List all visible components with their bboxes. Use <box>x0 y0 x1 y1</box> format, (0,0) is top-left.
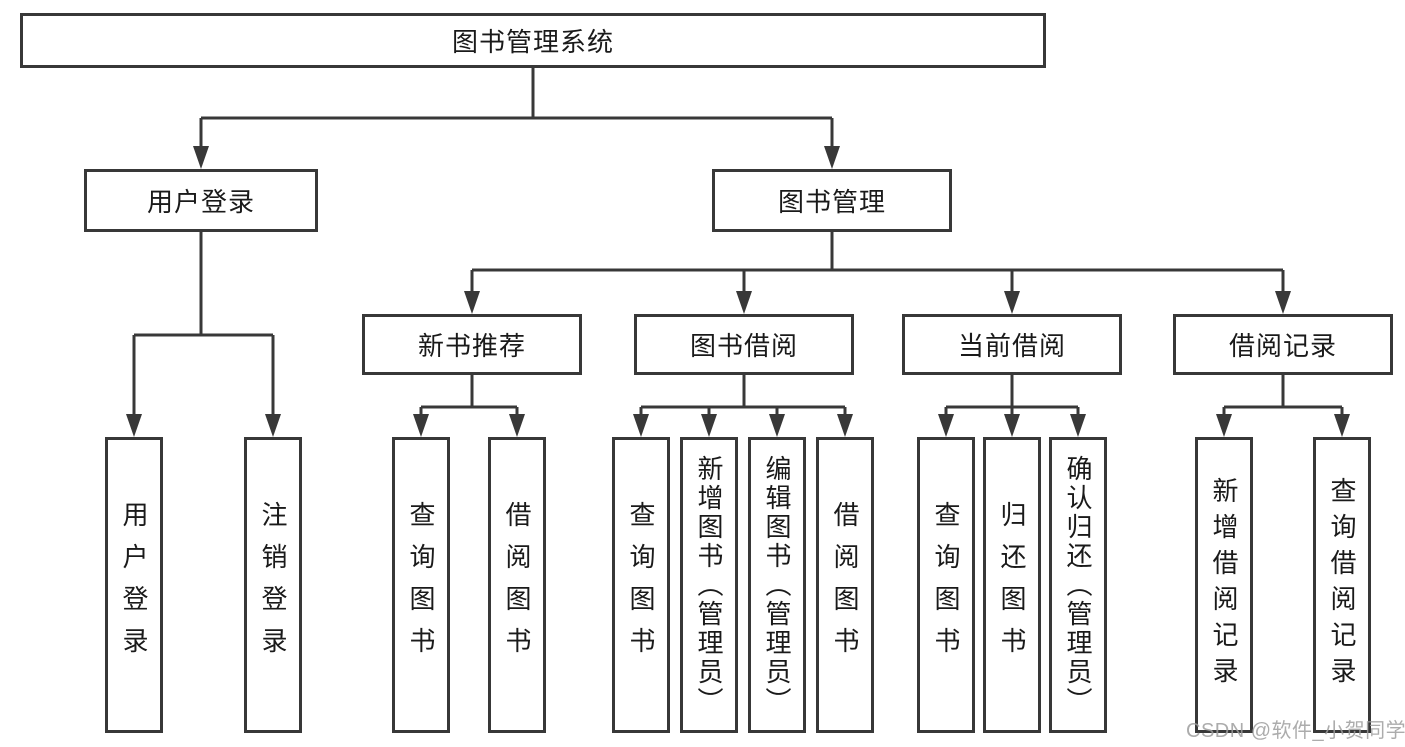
node-label: 当前借阅 <box>957 331 1066 361</box>
node-label: 图书管理 <box>777 187 886 217</box>
node-label: 图书管理系统 <box>451 27 614 57</box>
node-user-login: 用户登录 <box>84 169 318 232</box>
node-label: 确认归还（管理员） <box>1063 454 1093 716</box>
node-label: 新增借阅记录 <box>1209 477 1239 693</box>
node-edit-book-admin: 编辑图书（管理员） <box>748 437 806 733</box>
node-label: 新增图书（管理员） <box>694 454 724 716</box>
node-query-borrow-record: 查询借阅记录 <box>1313 437 1371 733</box>
node-return-books: 归还图书 <box>983 437 1041 733</box>
node-label: 用户登录 <box>119 501 149 669</box>
node-label: 归还图书 <box>997 501 1027 669</box>
node-label: 借阅图书 <box>830 501 860 669</box>
node-label: 注销登录 <box>258 501 288 669</box>
node-label: 查询图书 <box>626 501 656 669</box>
node-label: 查询图书 <box>406 501 436 669</box>
node-current-borrowing: 当前借阅 <box>902 314 1122 375</box>
node-recommend-query-books: 查询图书 <box>392 437 450 733</box>
node-add-book-admin: 新增图书（管理员） <box>680 437 738 733</box>
node-current-query-books: 查询图书 <box>917 437 975 733</box>
node-borrowing-records: 借阅记录 <box>1173 314 1393 375</box>
node-label: 查询图书 <box>931 501 961 669</box>
node-label: 借阅图书 <box>502 501 532 669</box>
node-logout: 注销登录 <box>244 437 302 733</box>
node-label: 查询借阅记录 <box>1327 477 1357 693</box>
node-book-borrowing: 图书借阅 <box>634 314 854 375</box>
node-confirm-return-admin: 确认归还（管理员） <box>1049 437 1107 733</box>
node-label: 借阅记录 <box>1228 331 1337 361</box>
node-borrowing-query-books: 查询图书 <box>612 437 670 733</box>
node-borrowing-borrow-books: 借阅图书 <box>816 437 874 733</box>
node-new-book-recommendation: 新书推荐 <box>362 314 582 375</box>
node-book-management: 图书管理 <box>712 169 952 232</box>
watermark: CSDN @软件_小贺同学 <box>1186 720 1405 742</box>
node-add-borrow-record: 新增借阅记录 <box>1195 437 1253 733</box>
node-library-management-system: 图书管理系统 <box>20 13 1046 68</box>
node-label: 新书推荐 <box>417 331 526 361</box>
node-label: 图书借阅 <box>689 331 798 361</box>
node-recommend-borrow-books: 借阅图书 <box>488 437 546 733</box>
node-label: 编辑图书（管理员） <box>762 454 792 716</box>
node-user-login-leaf: 用户登录 <box>105 437 163 733</box>
node-label: 用户登录 <box>146 187 255 217</box>
